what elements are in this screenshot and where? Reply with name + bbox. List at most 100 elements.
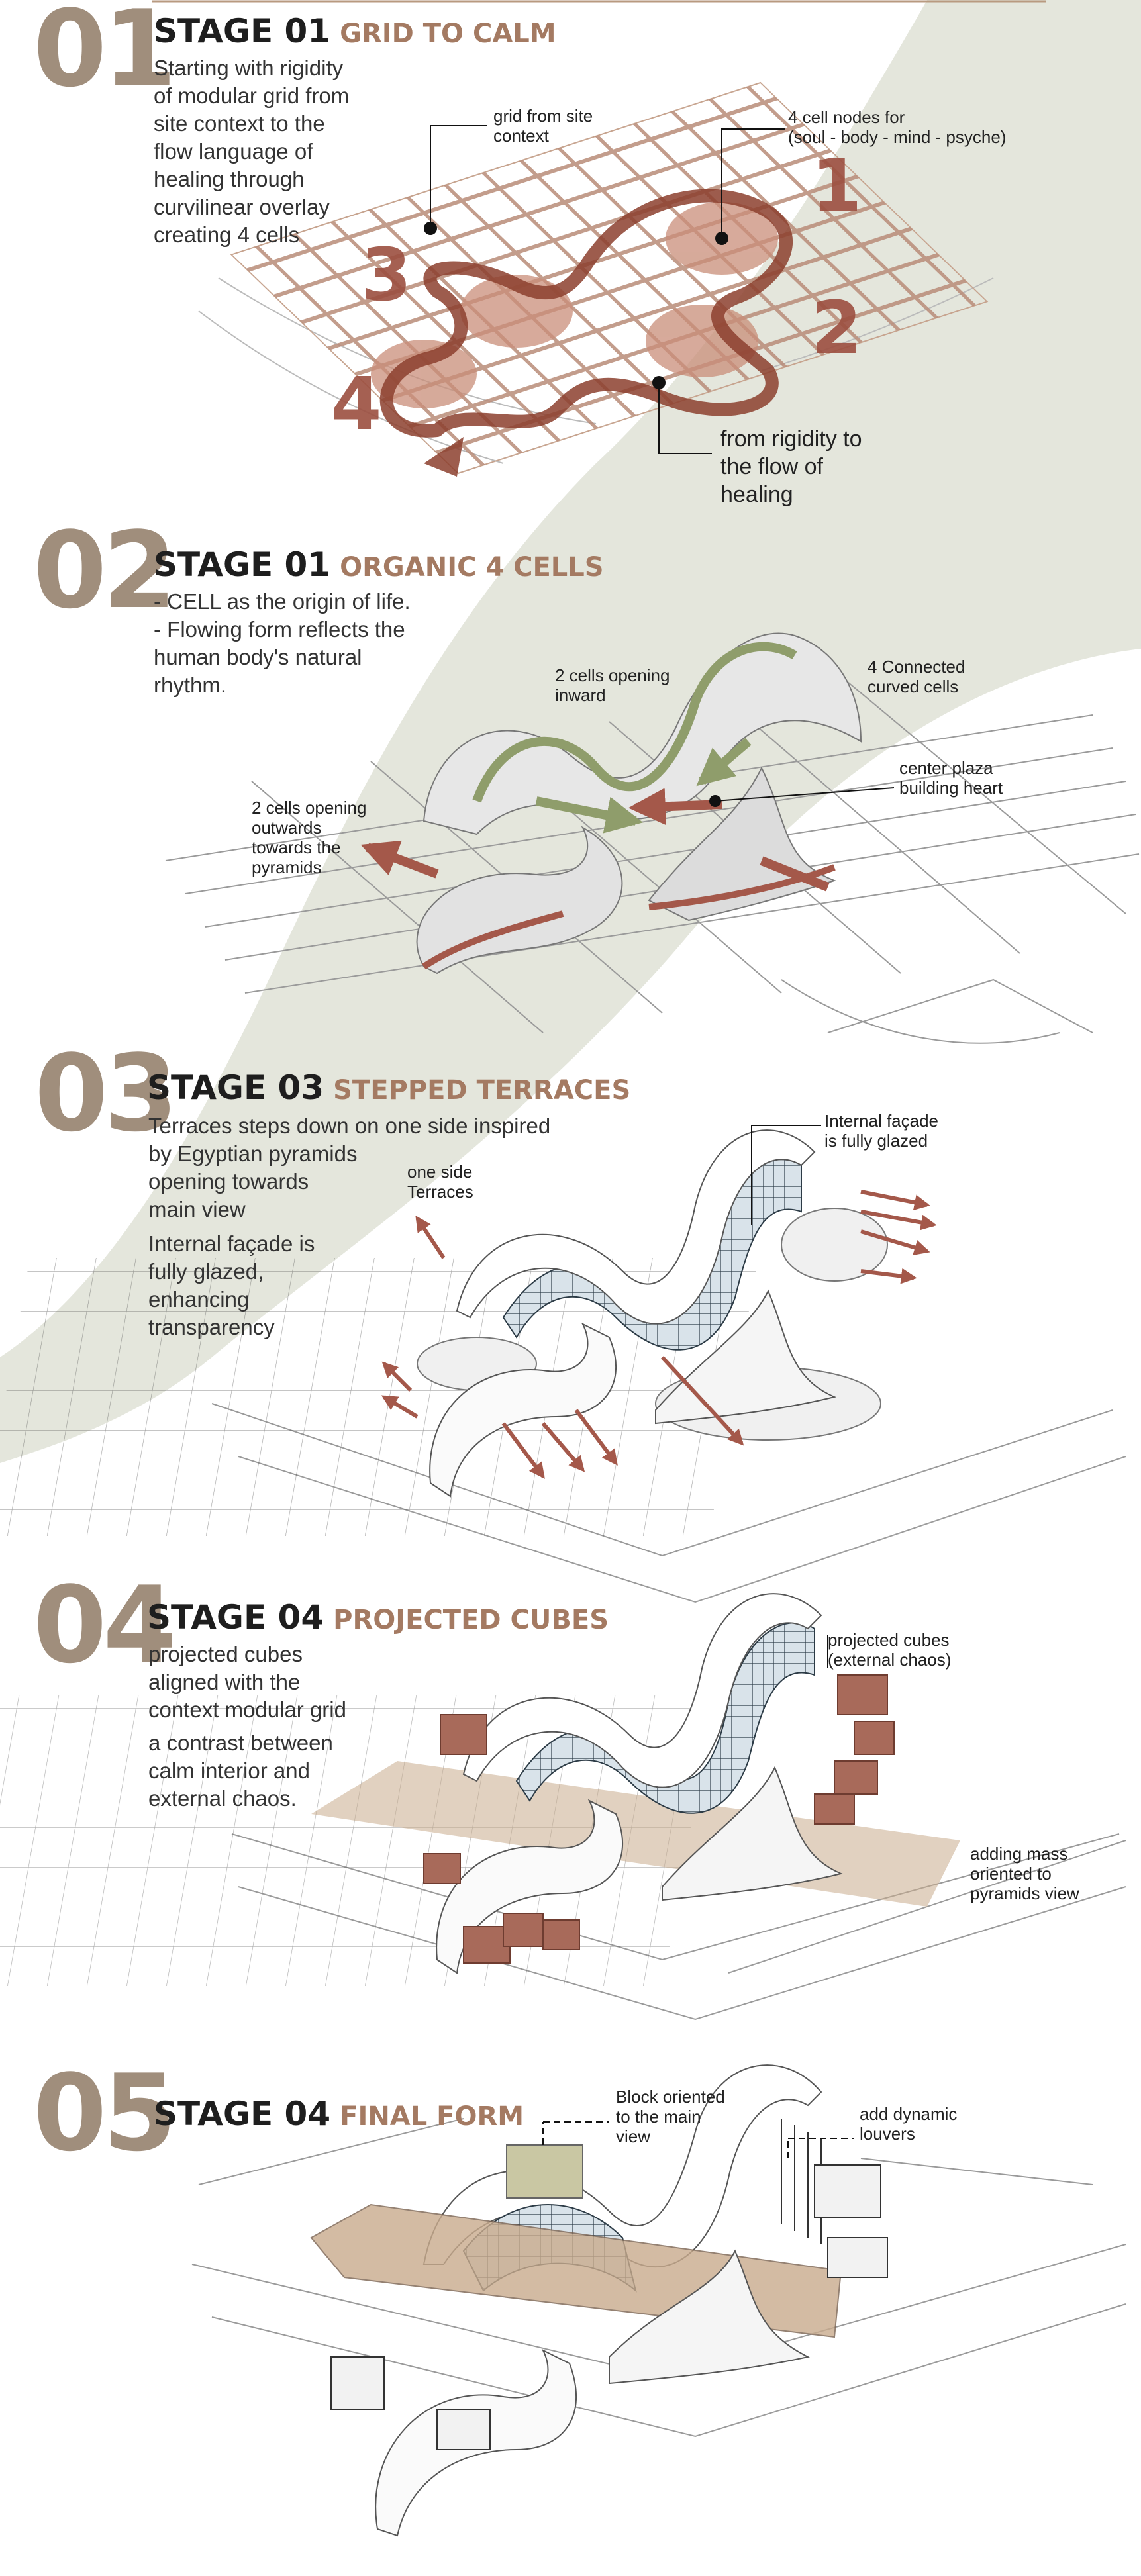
stage-number: 01 <box>33 0 177 111</box>
annotation-line: Internal façade <box>824 1111 939 1131</box>
stage-subtitle: ORGANIC 4 CELLS <box>340 552 604 583</box>
stage-03-lower-cell <box>429 1322 617 1498</box>
louvers-leader <box>787 2138 854 2158</box>
plaza-leader <box>715 787 895 802</box>
annotation-terraces: one side Terraces <box>407 1162 473 1202</box>
description-line: external chaos. <box>148 1786 297 1811</box>
nodes-leader-dot <box>715 232 728 245</box>
cell-number-2: 2 <box>811 285 862 370</box>
stage-01-drawing <box>198 81 994 477</box>
annotation-line: building heart <box>899 778 1003 798</box>
description-line: Terraces steps down on one side inspired <box>148 1114 551 1138</box>
annotation-line: healing <box>720 482 793 507</box>
description-line: rhythm. <box>154 673 227 697</box>
description-line: a contrast between <box>148 1731 333 1755</box>
stage-03-shell <box>456 1129 816 1325</box>
annotation-line: the flow of <box>720 454 823 479</box>
annotation-flow: from rigidity to the flow of healing <box>720 425 862 508</box>
description-line: curvilinear overlay <box>154 195 330 219</box>
stage-description-secondary: Internal façade is fully glazed, enhanci… <box>148 1230 315 1341</box>
background-wash <box>0 0 1141 1463</box>
outward-cell-outline <box>422 864 836 970</box>
annotation-line: outwards <box>252 818 322 837</box>
stage-05-right-cell <box>609 2249 810 2385</box>
description-line: aligned with the <box>148 1670 301 1694</box>
inward-cell-outline <box>472 642 797 803</box>
annotation-line: 4 cell nodes for <box>788 107 905 127</box>
stage-03-right-cell <box>655 1289 837 1425</box>
annotation-line: inward <box>555 685 606 705</box>
annotation-line: adding mass <box>970 1844 1068 1864</box>
stage-04-shell <box>462 1593 822 1788</box>
stage-label: STAGE 01 <box>154 546 331 584</box>
annotation-line: 2 cells opening <box>555 665 670 685</box>
annotation-line: pyramids view <box>970 1884 1079 1903</box>
description-line: site context to the <box>154 111 325 136</box>
cell-left-lower <box>416 826 623 975</box>
stage-subtitle: PROJECTED CUBES <box>333 1605 609 1635</box>
annotation-line: grid from site <box>493 106 593 126</box>
stage-description: Starting with rigidity of modular grid f… <box>154 54 349 249</box>
overlay-arrowhead <box>424 437 464 477</box>
description-line: enhancing <box>148 1287 250 1312</box>
stage-04-right-cell <box>662 1766 844 1901</box>
annotation-line: 2 cells opening <box>252 798 367 818</box>
annotation-line: towards the <box>252 837 341 857</box>
grid-leader-dot <box>424 222 437 235</box>
annotation-line: 4 Connected <box>868 657 966 677</box>
description-line: healing through <box>154 167 305 191</box>
annotation-block: Block oriented to the main view <box>616 2087 725 2146</box>
stage-number: 05 <box>33 2051 177 2175</box>
annotation-mass: adding mass oriented to pyramids view <box>970 1844 1079 1903</box>
flow-leader-dot <box>652 376 666 389</box>
description-line: fully glazed, <box>148 1259 264 1284</box>
block-leader <box>542 2121 609 2145</box>
stage-number: 02 <box>33 508 177 632</box>
cell-number-3: 3 <box>361 232 412 317</box>
stage-subtitle: STEPPED TERRACES <box>333 1075 631 1106</box>
stage-label: STAGE 03 <box>147 1069 324 1107</box>
plaza-leader-dot <box>709 795 721 807</box>
annotation-line: is fully glazed <box>824 1131 928 1151</box>
annotation-line: pyramids <box>252 857 322 877</box>
description-line: by Egyptian pyramids <box>148 1141 358 1166</box>
description-line: human body's natural <box>154 645 362 669</box>
stage-04-drawing <box>0 1593 1126 2021</box>
projected-cubes <box>423 1674 895 1964</box>
grid-leader <box>430 125 487 228</box>
description-line: of modular grid from <box>154 83 350 108</box>
annotation-line: center plaza <box>899 758 993 778</box>
annotation-cubes: projected cubes (external chaos) <box>828 1630 951 1670</box>
annotation-line: curved cells <box>868 677 959 696</box>
glazed-leader <box>751 1125 821 1225</box>
stage-03-arrows <box>381 1190 937 1479</box>
stage-03-drawing <box>0 1125 1126 1603</box>
description-line: Internal façade is <box>148 1231 315 1256</box>
annotation-line: (external chaos) <box>828 1650 952 1670</box>
annotation-line: Block oriented <box>616 2087 725 2107</box>
stage-number: 04 <box>33 1563 177 1687</box>
annotation-louvers: add dynamic louvers <box>860 2104 957 2144</box>
stage-05-drawing <box>191 2064 1126 2537</box>
stage-04-lower-cell <box>436 1799 623 1974</box>
description-line: - Flowing form reflects the <box>154 617 405 642</box>
stage-heading: STAGE 01 ORGANIC 4 CELLS <box>154 548 604 581</box>
louvers <box>330 2119 888 2450</box>
description-line: flow language of <box>154 139 313 164</box>
stage-label: STAGE 04 <box>154 2095 331 2133</box>
annotation-nodes: 4 cell nodes for (soul - body - mind - p… <box>788 107 1006 147</box>
annotation-line: oriented to <box>970 1864 1052 1884</box>
stage-label: STAGE 01 <box>154 12 331 50</box>
stage-description: - CELL as the origin of life. - Flowing … <box>154 588 411 699</box>
stage-subtitle: GRID TO CALM <box>340 19 556 49</box>
annotation-line: one side <box>407 1162 473 1182</box>
description-line: creating 4 cells <box>154 222 300 247</box>
stage-02-arrows <box>360 738 830 892</box>
cell-number-4: 4 <box>331 361 382 446</box>
annotation-line: Terraces <box>407 1182 473 1202</box>
cell-number-1: 1 <box>811 143 862 228</box>
description-line: projected cubes <box>148 1642 303 1666</box>
